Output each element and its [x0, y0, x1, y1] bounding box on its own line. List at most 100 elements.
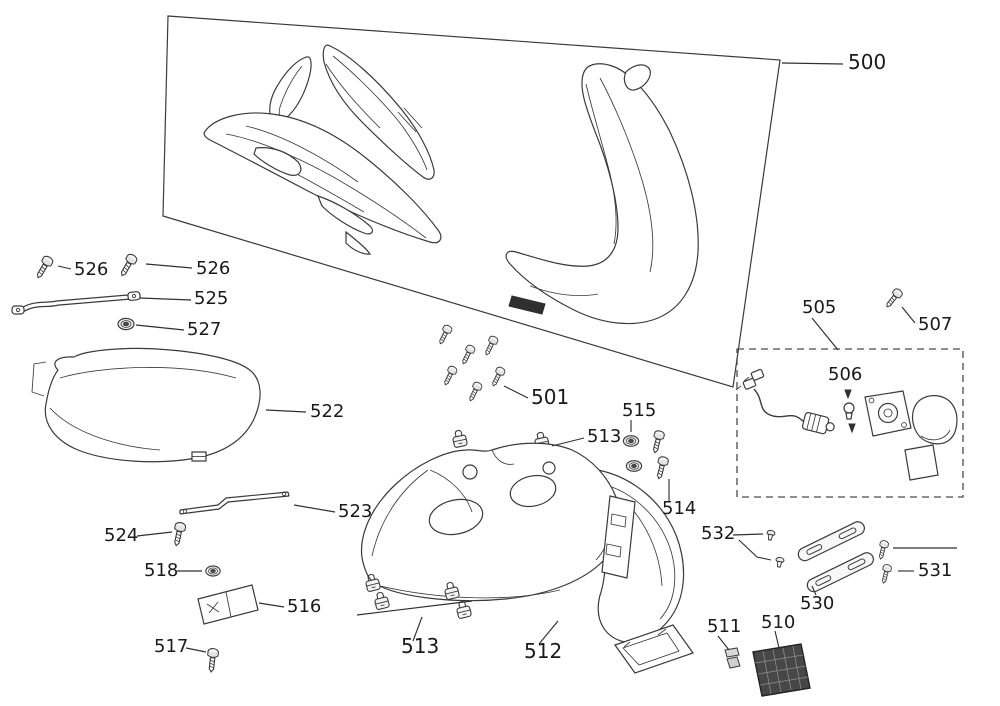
part-label-517: 517	[154, 636, 188, 657]
leader-500	[781, 62, 844, 65]
rod-525-drawing	[11, 291, 141, 315]
screw-icon-517	[205, 647, 220, 673]
rubber-damper-drawing	[724, 647, 741, 669]
lamp-housing-drawing	[864, 390, 912, 437]
screw-icon-526a	[32, 254, 55, 281]
part-label-505: 505	[802, 297, 836, 318]
pointer-arrow-icon	[848, 423, 856, 434]
part-label-500: 500	[848, 50, 886, 74]
clip-icon	[450, 428, 469, 449]
part-label-522: 522	[310, 401, 344, 422]
sticker-516-drawing	[197, 584, 259, 625]
lens-drawing	[911, 395, 958, 445]
bulb-drawing	[843, 402, 855, 420]
part-label-515: 515	[622, 400, 656, 421]
bolt-icon	[653, 455, 670, 481]
leader-513-lower-line	[356, 600, 473, 616]
part-label-527: 527	[187, 319, 221, 340]
part-label-526a: 526	[74, 259, 108, 280]
bolt-icon	[649, 429, 666, 455]
mud-flap-drawing	[614, 624, 694, 674]
side-fairing-drawing	[505, 63, 699, 325]
part-label-511: 511	[707, 616, 741, 637]
part-label-513-upper: 513	[587, 426, 621, 447]
leader-532b	[738, 539, 772, 561]
rivet-icon	[774, 556, 785, 569]
leader-526a	[57, 265, 72, 270]
part-label-524: 524	[104, 525, 138, 546]
leader-525	[139, 297, 192, 301]
screw-icon	[440, 364, 459, 388]
part-label-506: 506	[828, 364, 862, 385]
screw-icon	[435, 323, 454, 347]
part-label-530: 530	[800, 593, 834, 614]
part-label-526b: 526	[196, 258, 230, 279]
screw-icon	[876, 539, 890, 561]
leader-523	[293, 504, 336, 513]
rivet-set-532	[765, 529, 785, 569]
screw-icon-507	[882, 286, 905, 311]
grommet-icon	[622, 435, 640, 447]
rivet-icon	[765, 529, 776, 542]
bulb-socket-drawing	[801, 412, 835, 435]
screw-icon	[458, 343, 477, 367]
leader-516	[258, 602, 285, 608]
assembly-box-outline	[162, 15, 781, 388]
inner-panel-drawing	[360, 442, 621, 602]
leader-lines	[57, 62, 957, 653]
grommet-icon-527	[117, 317, 135, 331]
leader-513-upper	[551, 437, 585, 447]
screw-set-531	[876, 539, 893, 585]
leader-510	[774, 630, 780, 649]
leader-530	[811, 585, 817, 596]
part-label-510: 510	[761, 612, 795, 633]
part-label-531: 531	[918, 560, 952, 581]
fairing-assembly-box	[162, 15, 781, 388]
grommet-icon-518	[205, 565, 221, 577]
part-label-523: 523	[338, 501, 372, 522]
grommet-set-515	[622, 435, 643, 472]
leader-513-lower	[412, 616, 423, 642]
leader-511	[717, 635, 730, 651]
leader-532a	[732, 533, 764, 536]
cover-522-drawing	[31, 347, 261, 463]
leader-512	[538, 620, 559, 645]
part-label-513-lower: 513	[401, 634, 439, 658]
leader-505	[811, 317, 839, 351]
part-label-501: 501	[531, 385, 569, 409]
part-label-525: 525	[194, 288, 228, 309]
screw-cluster-501	[435, 323, 507, 404]
screw-icon	[488, 365, 507, 389]
stay-bracket-upper	[795, 518, 868, 564]
stay-bracket-lower	[804, 549, 877, 595]
clip-icon	[372, 590, 391, 611]
leader-526b	[145, 263, 193, 269]
wire-harness-drawing	[735, 368, 809, 426]
leader-501	[503, 385, 529, 399]
screw-icon-526b	[116, 252, 139, 279]
front-cowl-drawing	[203, 44, 442, 255]
screw-icon	[879, 563, 893, 585]
screw-icon	[465, 380, 484, 404]
part-label-514: 514	[662, 498, 696, 519]
bolt-set-514	[649, 429, 670, 481]
pointer-arrow-icon	[844, 389, 852, 400]
leader-524	[136, 531, 173, 537]
leader-527	[135, 324, 185, 331]
part-label-516: 516	[287, 596, 321, 617]
part-label-507: 507	[918, 314, 952, 335]
part-label-512: 512	[524, 639, 562, 663]
screw-icon-524	[170, 521, 187, 548]
panel-stay-bracket-drawing	[601, 495, 636, 579]
screw-icon	[481, 334, 500, 358]
leader-522	[265, 409, 307, 413]
part-labels: 500 526 526 525 527 522 523 524 518 516 …	[74, 50, 952, 663]
reflector-pad-drawing	[752, 643, 811, 697]
bracket-523-drawing	[179, 491, 290, 515]
part-label-518: 518	[144, 560, 178, 581]
gasket-sheet-drawing	[904, 444, 939, 481]
part-label-532: 532	[701, 523, 735, 544]
leader-507	[901, 306, 916, 324]
